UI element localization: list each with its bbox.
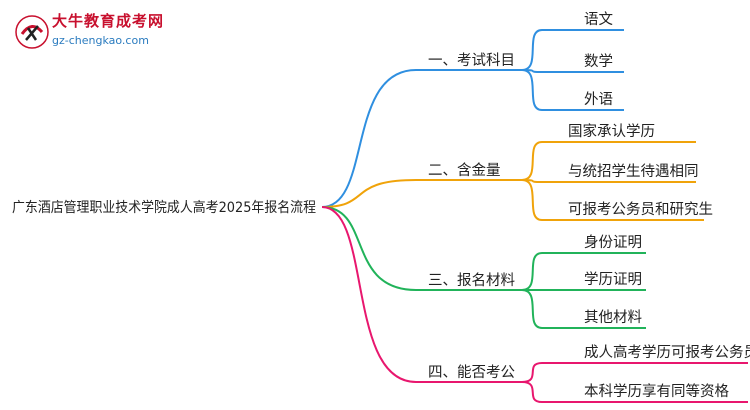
leaf-node: 身份证明 bbox=[584, 234, 642, 251]
mind-map-nodes: 广东酒店管理职业技术学院成人高考2025年报名流程 一、考试科目 语文数学外语二、含… bbox=[12, 11, 750, 400]
site-logo: 大牛教育成考网 gz-chengkao.com bbox=[6, 4, 176, 56]
leaf-connector bbox=[521, 179, 543, 221]
logo-url: gz-chengkao.com bbox=[52, 34, 149, 47]
leaf-connector bbox=[521, 381, 543, 403]
branch-node: 四、能否考公 bbox=[428, 364, 515, 381]
branch-connector bbox=[321, 69, 417, 208]
branch-connector bbox=[321, 206, 417, 383]
branch-node: 二、含金量 bbox=[428, 162, 501, 179]
logo-name: 大牛教育成考网 bbox=[52, 12, 165, 30]
leaf-node: 可报考公务员和研究生 bbox=[568, 201, 713, 218]
branch-connector bbox=[321, 206, 417, 291]
leaf-connector bbox=[521, 289, 543, 329]
connector-lines bbox=[321, 29, 748, 403]
leaf-node: 国家承认学历 bbox=[568, 123, 655, 140]
leaf-node: 学历证明 bbox=[584, 271, 642, 288]
leaf-node: 数学 bbox=[584, 53, 613, 70]
root-node: 广东酒店管理职业技术学院成人高考2025年报名流程 bbox=[12, 199, 316, 216]
leaf-node: 与统招学生待遇相同 bbox=[568, 163, 699, 180]
leaf-node: 本科学历享有同等资格 bbox=[584, 382, 729, 400]
leaf-connector bbox=[521, 29, 543, 71]
leaf-node: 其他材料 bbox=[584, 309, 642, 326]
leaf-connector bbox=[521, 362, 543, 383]
leaf-node: 语文 bbox=[584, 11, 613, 28]
leaf-connector bbox=[521, 69, 543, 111]
leaf-node: 外语 bbox=[584, 91, 613, 108]
leaf-connector bbox=[521, 141, 543, 181]
branch-connector bbox=[321, 179, 417, 208]
branch-node: 一、考试科目 bbox=[428, 52, 515, 69]
logo-mark-icon bbox=[15, 15, 49, 49]
branch-node: 三、报名材料 bbox=[428, 272, 515, 289]
leaf-connector bbox=[521, 252, 543, 291]
leaf-node: 成人高考学历可报考公务员 bbox=[584, 344, 750, 361]
